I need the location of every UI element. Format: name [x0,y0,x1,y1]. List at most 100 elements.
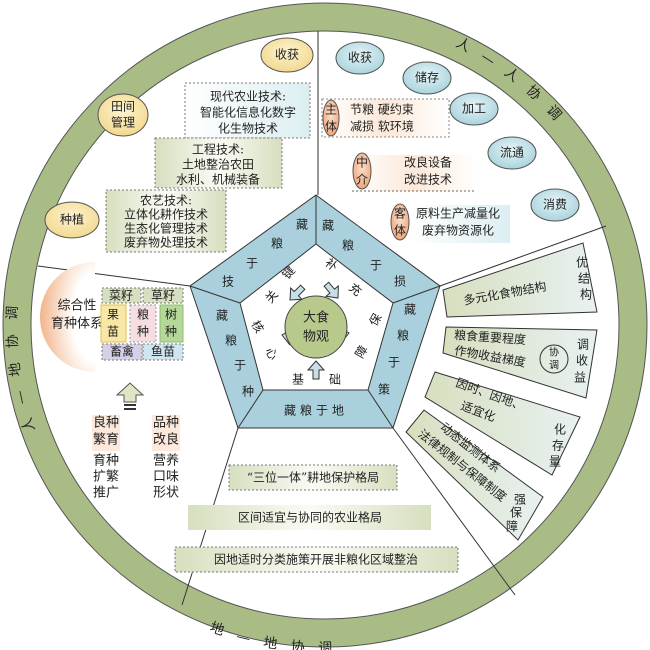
pentagon-tech-char: 技 [222,275,234,289]
improvement-desc: 口味 [153,470,179,485]
actor-line: 改进技术 [404,173,452,187]
stage-label: 种植 [60,212,84,227]
stage-label: 储存 [415,70,439,85]
grid-grain: 种 [137,325,149,339]
grid-fish: 鱼苗 [151,345,175,359]
pentagon-loss-char: 粮 [342,238,354,253]
actor-tag: 客 [394,206,406,221]
actor-tag: 介 [356,173,368,187]
breeding-desc: 推广 [93,486,119,501]
circle-label: 调 [549,360,559,372]
pentagon-seed-char: 种 [242,385,254,399]
improvement-desc: 营养 [153,453,179,469]
arrow-supplement-icon [323,281,339,299]
improvement-title: 品种 [153,416,179,431]
center-concept: 大食 物观 [284,295,348,359]
grid-fruit: 苗 [107,325,119,339]
panel-tag: 优 [576,256,588,270]
improvement-desc: 形状 [153,486,179,501]
panel-tag: 量 [549,455,561,469]
stage-label: 收获 [348,51,372,65]
grid-fruit: 果 [107,308,119,322]
pentagon-tech-char: 于 [246,257,258,271]
actor-line: 节粮 硬约束 [350,102,414,117]
tech-box-title: 工程技术: [192,142,244,157]
panel-tag: 构 [580,287,592,302]
up-arrow-icon [115,382,145,410]
pentagon-tech-char: 藏 [296,218,308,232]
top-right-sector: 收获 储存 加工 流通 消费 主 体 节粮 硬约束 减损 软环境 中 介 改良设… [321,41,580,243]
top-left-sector: 现代农业技术: 智能化信息化数字 化生物技术 工程技术: 土地整治农田 水利、机… [44,37,314,253]
stage-processing: 加工 [449,92,499,126]
breeding-system-label: 综合性 [57,299,96,314]
tech-box-title: 农艺技术: [140,194,192,208]
tech-box-line: 废弃物处理技术 [124,235,208,250]
pentagon-policy-char: 于 [388,356,400,370]
pentagon-loss-char: 藏 [322,219,334,233]
panel-tag: 化 [554,423,566,437]
grid-tree: 树 [165,307,177,322]
arrow-key-icon [289,284,306,301]
tech-box-title: 现代农业技术: [210,90,286,104]
actor-line: 废弃物资源化 [422,223,494,238]
pentagon-seed-char: 粮 [225,333,237,348]
center-label: 大食 [303,310,329,326]
arrow-foundation-label: 基 [292,373,304,387]
panel-tag: 收 [576,354,588,368]
panel-tag: 益 [574,371,586,385]
tech-box-line: 化生物技术 [218,122,278,136]
stage-label: 田间 [111,100,135,114]
actor-line: 改良设备 [404,155,452,170]
tech-box-modern: 现代农业技术: 智能化信息化数字 化生物技术 [184,82,311,139]
tech-box-line: 立体化耕作技术 [124,207,208,222]
pentagon-loss-char: 于 [370,259,382,273]
stage-consumption: 消费 [530,188,580,222]
actor-line: 原料生产减量化 [416,207,500,221]
bottom-bar-text: 区间适宜与协同的农业格局 [238,510,382,525]
actor-object: 客 体 原料生产减量化 废弃物资源化 [390,203,510,243]
tech-box-agronomy: 农艺技术: 立体化耕作技术 生态化管理技术 废弃物处理技术 [105,189,227,253]
actor-tag: 体 [325,120,337,134]
bottom-sector: “三位一体”耕地保护格局 区间适宜与协同的农业格局 因地适时分类施策开展非粮化区… [174,464,459,573]
pentagon-policy-char: 策 [378,383,390,397]
bottom-bar-text: “三位一体”耕地保护格局 [247,470,379,485]
grid-tree: 种 [165,325,177,339]
pentagon-land-label: 藏粮于地 [284,403,348,418]
stage-harvest-blue: 收获 [335,41,385,75]
stage-storage: 储存 [402,61,452,95]
bottom-bar [174,546,459,573]
breeding-grid: 菜籽 草籽 果 苗 粮 种 树 种 畜禽 鱼苗 [100,287,184,361]
breeding-desc: 扩繁 [93,469,119,485]
panel-structure: 多元化食物结构 优 结 构 [442,242,598,318]
pentagon-policy-char: 藏 [404,303,416,317]
tech-box-line: 智能化信息化数字 [200,105,296,120]
panel-text: 粮食重要程度 [454,327,527,347]
tech-box-line: 水利、机械装备 [176,172,260,187]
breeding-title: 良种 [93,415,119,431]
pentagon-loss-char: 损 [394,275,406,289]
coordination-circle [539,344,569,374]
grid-rapeseed: 菜籽 [109,289,133,303]
grid-grain: 粮 [137,307,149,322]
tech-box-line: 生态化管理技术 [124,221,208,236]
stage-circulation: 流通 [487,136,537,170]
stage-label: 流通 [500,146,524,160]
breeding-system-halfcircle [40,262,95,372]
panel-tag: 保 [510,506,522,520]
arrow-foundation-icon [306,360,326,380]
panel-tag: 存 [552,439,564,453]
pentagon-seed-char: 藏 [216,309,228,323]
stage-harvest-yellow: 收获 [260,37,314,73]
panel-tag: 强 [514,493,526,507]
left-sector: 综合性 育种体系 菜籽 草籽 果 苗 粮 种 树 种 畜禽 鱼苗 良种 [40,262,184,501]
tech-box-engineering: 工程技术: 土地整治农田 水利、机械装备 [154,137,283,189]
bottom-bar [228,464,398,491]
pentagon-tech-char: 粮 [271,236,283,251]
bottom-bar-text: 因地适时分类施策开展非粮化区域整治 [214,552,418,567]
panel-tag: 结 [578,272,590,286]
sector-dividers [37,31,607,606]
actor-line: 减损 软环境 [350,119,414,134]
improvement-title: 改良 [153,432,179,448]
breeding-system-label: 育种体系 [51,316,103,332]
bottom-bar [188,505,431,530]
